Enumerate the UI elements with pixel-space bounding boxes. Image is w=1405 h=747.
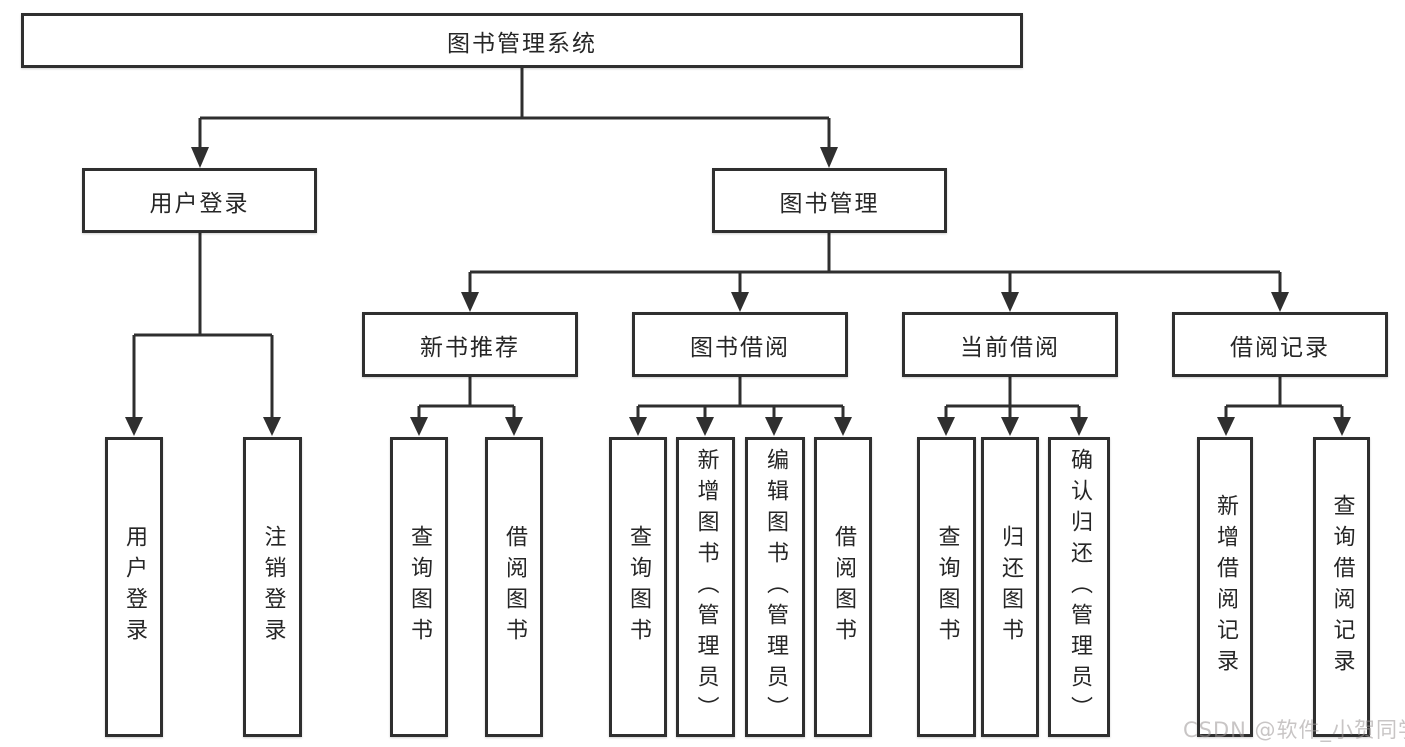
node-book-management: 图书管理 bbox=[712, 168, 947, 233]
leaf-borrow-books: 借阅图书 bbox=[814, 437, 872, 737]
csdn-watermark: CSDN @软件_小贺同学 bbox=[1183, 718, 1405, 742]
leaf-query-borrow-record: 查询借阅记录 bbox=[1313, 437, 1370, 737]
node-current-borrow: 当前借阅 bbox=[902, 312, 1118, 377]
node-root: 图书管理系统 bbox=[21, 13, 1023, 68]
node-borrow-records: 借阅记录 bbox=[1172, 312, 1388, 377]
leaf-user-login: 用户登录 bbox=[105, 437, 163, 737]
leaf-query-books-current: 查询图书 bbox=[917, 437, 976, 737]
tree-edges bbox=[132, 68, 1344, 419]
leaf-edit-books-admin: 编辑图书（管理员） bbox=[745, 437, 805, 737]
leaf-query-books-borrow: 查询图书 bbox=[609, 437, 667, 737]
leaf-query-books-recommend: 查询图书 bbox=[390, 437, 448, 737]
node-new-book-recommend: 新书推荐 bbox=[362, 312, 578, 377]
leaf-add-borrow-record: 新增借阅记录 bbox=[1197, 437, 1253, 737]
node-user-login: 用户登录 bbox=[82, 168, 317, 233]
node-book-borrow: 图书借阅 bbox=[632, 312, 848, 377]
leaf-confirm-return-admin: 确认归还（管理员） bbox=[1048, 437, 1110, 737]
leaf-borrow-books-recommend: 借阅图书 bbox=[485, 437, 543, 737]
leaf-add-books-admin: 新增图书（管理员） bbox=[676, 437, 735, 737]
leaf-logout: 注销登录 bbox=[243, 437, 302, 737]
leaf-return-books: 归还图书 bbox=[981, 437, 1039, 737]
